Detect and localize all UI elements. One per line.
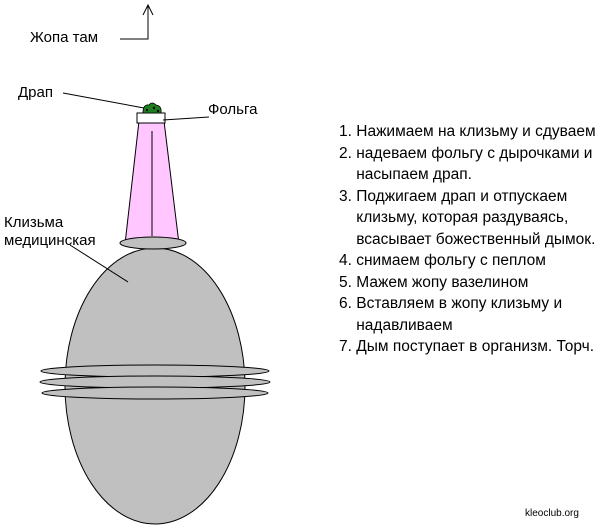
step-text: Вставляем в жопу клизьму и надавливаем [356,295,563,334]
step-number: 3. [339,187,352,205]
step-number: 5. [339,273,352,291]
step-text: надеваем фольгу с дырочками и насыпаем д… [356,144,593,184]
step-item: 1. Нажимаем на клизьму и сдуваем [339,121,601,143]
drap-leader [62,92,145,109]
bulb-ring-2 [39,375,271,389]
tube-collar [119,236,187,250]
step-number: 6. [339,295,352,312]
step-text: Нажимаем на клизьму и сдуваем [356,123,596,140]
label-klizma-line2: медицинская [4,232,96,249]
step-item: 6. Вставляем в жопу клизьму и надавливае… [339,293,601,336]
step-item: 3. Поджигаем драп и отпускаем клизьму, к… [339,186,601,251]
klizma-leader [69,244,129,283]
step-item: 7. Дым поступает в организм. Торч. [339,336,601,358]
foil-cap [136,112,166,124]
step-item: 2. надеваем фольгу с дырочками и насыпае… [339,143,601,186]
step-text: снимаем фольгу с пеплом [356,252,546,269]
step-item: 5. Мажем жопу вазелином [339,272,601,294]
step-number: 7. [339,338,352,355]
step-item: 4. снимаем фольгу с пеплом [339,250,601,272]
step-number: 1. [339,123,352,140]
step-text: Дым поступает в организм. Торч. [356,338,595,355]
step-text: Мажем жопу вазелином [356,273,529,291]
bulb-ring-1 [40,364,270,378]
label-folga: Фольга [208,101,258,118]
step-text: Поджигаем драп и отпускаем клизьму, кото… [356,187,596,248]
up-arrow-icon [120,3,154,40]
label-klizma-line1: Клизьма [4,214,64,231]
bulb-ring-3 [41,386,269,400]
folga-leader [162,116,210,121]
label-top-arrow: Жопа там [30,29,99,46]
site-credit: kleoclub.org [525,508,579,519]
step-number: 4. [339,252,352,269]
step-number: 2. [339,144,352,162]
label-drap: Драп [18,84,53,101]
